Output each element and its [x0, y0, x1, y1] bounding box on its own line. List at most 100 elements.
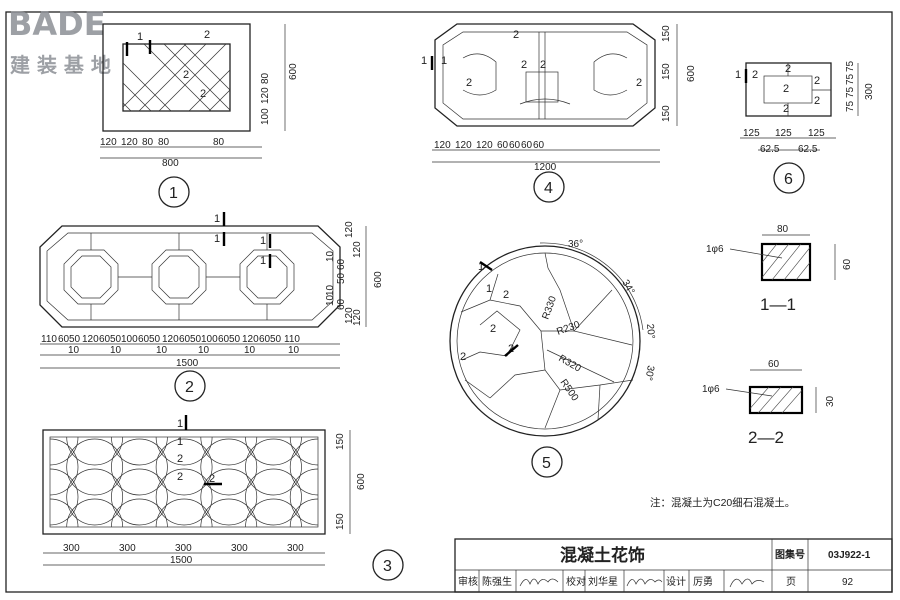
drawing-label: 300	[864, 83, 875, 100]
drawing-label: 2	[177, 471, 183, 483]
drawing-label: 100	[260, 108, 271, 125]
ring-motif	[245, 437, 302, 466]
ring-motif	[111, 498, 168, 527]
drawing-label: 60	[58, 334, 70, 345]
drawing-label: 2	[209, 473, 215, 485]
drawing-label: 120	[242, 334, 259, 345]
drawing-label: 2	[521, 59, 527, 71]
drawing-label: 80	[260, 72, 271, 84]
drawing-label: 校对	[566, 575, 586, 588]
ring-motif	[155, 438, 213, 496]
section-1-1: 80 60 1φ6 1—1	[706, 224, 853, 314]
ring-motif	[245, 498, 302, 527]
section-1-1-label: 1—1	[760, 295, 796, 314]
drawing-label: 10	[288, 345, 300, 356]
drawing-label: 2	[636, 77, 642, 89]
drawing-label: 1	[177, 436, 183, 448]
drawing-label: 2	[177, 453, 183, 465]
ring-motif	[50, 438, 79, 496]
drawing-label: 600	[686, 65, 697, 82]
drawing-label: 1	[214, 233, 220, 245]
drawing-label: 120	[434, 140, 451, 151]
drawing-label: 1	[137, 31, 143, 43]
drawing-label: R330	[540, 294, 559, 321]
drawing-label: 120	[121, 137, 138, 148]
drawing-label: 100	[201, 334, 218, 345]
drawing-label: 150	[661, 25, 672, 42]
ring-motif	[66, 498, 124, 527]
drawing-label: 600	[373, 271, 384, 288]
item-6-lattice: 1 2 2 2 2 2 2 300 75 75 75 75 125 125 12…	[735, 60, 875, 194]
drawing-label: 150	[335, 433, 346, 450]
drawing-label: 厉勇	[693, 576, 713, 588]
drawing-label: 1	[177, 418, 183, 430]
drawing-label: 10	[325, 294, 336, 306]
drawing-label: 110	[284, 334, 300, 345]
drawing-label: 600	[288, 63, 299, 80]
drawing-label: 2	[508, 343, 514, 355]
drawing-label: 1	[260, 235, 266, 247]
drawing-label: 60	[509, 140, 521, 151]
drawing-label: 120	[352, 241, 363, 258]
drawing-label: 30	[825, 395, 836, 407]
drawing-label: 审核	[458, 575, 478, 588]
ring-motif	[50, 468, 79, 526]
drawing-label: 10	[68, 345, 80, 356]
drawing-label: 2	[185, 379, 194, 396]
drawing-label: 300	[231, 543, 248, 554]
general-note: 注：混凝土为C20细石混凝土。	[650, 496, 795, 509]
ring-motif	[66, 468, 124, 526]
ring-motif	[66, 438, 124, 496]
section-2-2-label: 2—2	[748, 428, 784, 447]
ring-motif	[200, 438, 258, 496]
drawing-label: 1200	[534, 162, 557, 173]
drawing-label: 2	[752, 69, 758, 81]
drawing-label: 60	[99, 334, 111, 345]
drawing-label: 2	[783, 83, 789, 95]
sheet-border	[5, 11, 893, 593]
drawing-label: 80	[142, 137, 154, 148]
drawing-label: 300	[287, 543, 304, 554]
drawing-label: 60	[533, 140, 545, 151]
drawing-label: 10	[156, 345, 168, 356]
review-signature	[519, 578, 559, 587]
item-5-round-lattice: 36° 34° 20° 30° R330 R230 R320 R500 1 1 …	[449, 239, 656, 478]
ring-motif	[289, 438, 318, 496]
sheet-title: 混凝土花饰	[560, 545, 645, 565]
drawing-label: 1φ6	[706, 244, 724, 255]
drawing-label: 50	[336, 272, 347, 284]
drawing-label: 75	[845, 86, 856, 98]
drawing-label: 2	[466, 77, 472, 89]
drawing-label: 75	[845, 73, 856, 85]
drawing-label: 10	[110, 345, 122, 356]
drawing-label: 2	[513, 29, 519, 41]
drawing-label: 2	[183, 69, 189, 81]
drawing-label: 10	[244, 345, 256, 356]
drawing-label: 120	[455, 140, 472, 151]
drawing-label: 2	[460, 351, 466, 363]
drawing-label: 120	[344, 221, 355, 238]
drawing-label: 36°	[568, 239, 583, 250]
drawing-label: 80	[777, 224, 789, 235]
drawing-label: 10	[198, 345, 210, 356]
drawing-label: 50	[110, 334, 122, 345]
drawing-label: 50	[270, 334, 282, 345]
drawing-label: 150	[661, 105, 672, 122]
drawing-label: 10	[325, 250, 336, 262]
drawing-label: 1	[260, 255, 266, 267]
title-block: 混凝土花饰 图集号 03J922-1 页 92 审核 陈强生 校对 刘华星 设计…	[454, 538, 893, 593]
logo-brand: BADE	[8, 5, 106, 43]
drawing-label: R500	[558, 377, 581, 403]
drawing-label: R230	[555, 319, 582, 338]
drawing-label: 60	[218, 334, 230, 345]
drawing-label: 50	[149, 334, 161, 345]
drawing-label: 2	[785, 63, 791, 75]
drawing-label: 2	[200, 88, 206, 100]
drawing-label: 150	[335, 513, 346, 530]
drawing-label: 120	[352, 309, 363, 326]
drawing-label: 30°	[642, 364, 655, 381]
drawing-label: 1	[169, 185, 178, 202]
drawing-label: R320	[557, 353, 584, 375]
drawing-label: 1500	[176, 358, 199, 369]
drawing-label: 6	[784, 171, 793, 188]
